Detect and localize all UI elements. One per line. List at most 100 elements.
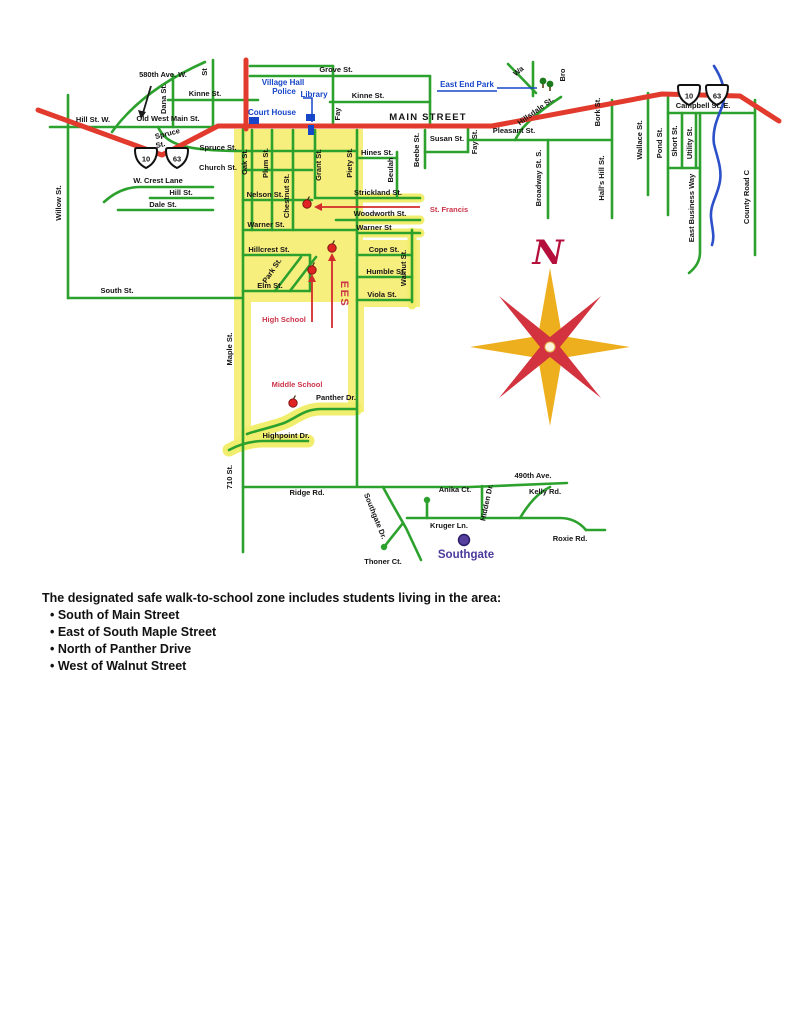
road-southgate-dr <box>381 485 423 562</box>
label-kinne-st-e: Kinne St. <box>352 91 385 100</box>
label-fay-st: Fay St. <box>470 130 479 155</box>
label-thoner-ct: Thoner Ct. <box>364 557 402 566</box>
label-cope-st: Cope St. <box>369 245 399 254</box>
label-ridge-rd: Ridge Rd. <box>290 488 325 497</box>
label-middle-school: Middle School <box>272 380 323 389</box>
label-walnut-st: Walnut St. <box>399 250 408 286</box>
road-park-st-1 <box>273 255 303 293</box>
compass-center <box>544 341 556 353</box>
label-county-road-c: County Road C <box>742 169 751 224</box>
route-number: 63 <box>173 155 181 164</box>
label-dale-st: Dale St. <box>149 200 177 209</box>
label-main-street: MAIN STREET <box>389 112 467 123</box>
compass-rose: N <box>470 233 630 426</box>
label-ave-490th: 490th Ave. <box>515 471 552 480</box>
label-south-st: South St. <box>101 286 134 295</box>
label-beebe-st: Beebe St. <box>412 133 421 167</box>
road-east-business-way <box>687 111 702 275</box>
route-number: 10 <box>685 92 693 101</box>
label-warner-st-w: Warner St. <box>247 220 284 229</box>
road-park-st-2 <box>288 255 318 293</box>
road-w-crest-lane <box>102 185 215 204</box>
label-high-school: High School <box>262 315 306 324</box>
label-wallace-st: Wallace St. <box>635 120 644 159</box>
label-kelly-rd: Kelly Rd. <box>529 487 561 496</box>
label-st-710: 710 St. <box>225 465 234 489</box>
label-oak-st: Oak St. <box>240 149 249 175</box>
label-library: Library <box>300 90 328 99</box>
apple-marker-st-francis-school <box>302 196 312 209</box>
label-bork-st: Bork St. <box>593 98 602 127</box>
building-marker <box>306 114 315 121</box>
us-route-shield-63: 63 <box>704 84 730 107</box>
label-east-end-park: East End Park <box>440 80 494 89</box>
note-bullet: • North of Panther Drive <box>50 642 192 656</box>
note-bullets: • South of Main Street • East of South Ma… <box>42 608 642 673</box>
apple-marker-ees-school <box>327 240 337 253</box>
label-maple-st: Maple St. <box>225 333 234 366</box>
us-route-shield-63: 63 <box>164 147 190 170</box>
label-kruger-ln: Kruger Ln. <box>430 521 468 530</box>
label-kinne-st-w: Kinne St. <box>189 89 222 98</box>
road-thoner-ct <box>383 521 405 548</box>
label-east-business-way: East Business Way <box>687 173 696 242</box>
road-highway-10-63-main-street <box>35 91 782 158</box>
label-w-crest-lane: W. Crest Lane <box>133 176 183 185</box>
label-broadway-st-s: Broadway St. S. <box>534 150 543 207</box>
label-spruce-curve-2: St. <box>155 139 166 150</box>
note-bullet: • South of Main Street <box>50 608 180 622</box>
label-hill-st: Hill St. <box>169 188 192 197</box>
label-nelson-st: Nelson St. <box>247 190 284 199</box>
label-utility-st: Utility St. <box>685 127 694 160</box>
st-francis-arrow <box>314 203 420 211</box>
us-route-shield-10: 10 <box>676 84 702 107</box>
label-halls-hill-st: Hall's Hill St. <box>597 155 606 200</box>
library-pointer <box>303 97 313 122</box>
walk-zone-note: The designated safe walk-to-school zone … <box>42 591 642 676</box>
label-southgate: Southgate <box>438 549 494 561</box>
label-strickland-st: Strickland St. <box>354 188 402 197</box>
label-fay-ave: Fay <box>333 107 342 121</box>
ees-arrow <box>328 253 336 328</box>
label-beulah: Beulah <box>386 157 395 182</box>
us-route-shield-10: 10 <box>133 147 159 170</box>
label-pleasant-st: Pleasant St. <box>493 126 536 135</box>
label-grant-st: Grant St. <box>314 149 323 181</box>
route-number: 63 <box>713 92 721 101</box>
label-highpoint-dr: Highpoint Dr. <box>262 431 309 440</box>
label-spruce-st: Spruce St. <box>199 143 236 152</box>
road-highpoint-dr <box>227 439 310 452</box>
label-woodworth-st: Woodworth St. <box>354 209 407 218</box>
note-bullet: • East of South Maple Street <box>50 625 217 639</box>
label-st-francis: St. Francis <box>430 205 468 214</box>
label-bro: Bro <box>558 68 567 81</box>
road-river <box>709 64 726 247</box>
building-marker <box>249 117 259 124</box>
label-village-hall: Village Hall <box>262 78 305 87</box>
label-police: Police <box>272 87 296 96</box>
label-anika-ct: Anika Ct. <box>439 485 472 494</box>
label-grove-st: Grove St. <box>319 65 352 74</box>
label-short-st: Short St. <box>670 125 679 156</box>
note-bullet: • West of Walnut Street <box>50 659 187 673</box>
route-number: 10 <box>142 155 150 164</box>
building-marker <box>308 125 314 135</box>
anika-ct-end <box>423 496 431 504</box>
label-willow-st: Willow St. <box>54 185 63 220</box>
compass-north-letter: N <box>531 233 565 273</box>
label-hillcrest-st: Hillcrest St. <box>248 245 289 254</box>
label-elm-st: Elm St. <box>257 281 282 290</box>
label-hillsdale-st: Hillsdale St. <box>516 95 556 127</box>
apple-marker-middle-school <box>288 395 298 408</box>
label-hill-st-w: Hill St. W. <box>76 115 110 124</box>
southgate-dot <box>457 533 471 547</box>
label-hines-st: Hines St. <box>361 148 393 157</box>
label-viola-st: Viola St. <box>367 290 396 299</box>
label-ees: EES <box>338 281 350 308</box>
label-church-st: Church St. <box>199 163 237 172</box>
road-hillsdale-st <box>513 95 563 142</box>
label-ave-580th-w: 580th Ave. W. <box>139 70 187 79</box>
road-ridge-rd-490th-ave <box>241 481 569 489</box>
